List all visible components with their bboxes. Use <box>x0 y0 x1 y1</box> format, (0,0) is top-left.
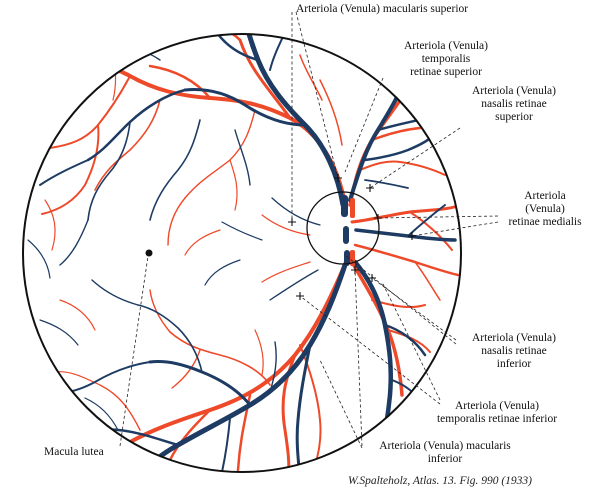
leader-lines <box>119 11 499 449</box>
disc-vessels <box>341 195 355 266</box>
label-medialis: Arteriola (Venula) retinae medialis <box>508 190 582 228</box>
veins <box>27 34 457 472</box>
figure-caption: W.Spalteholz, Atlas. 13. Fig. 990 (1933) <box>348 475 532 487</box>
macula-lutea-dot <box>145 249 153 257</box>
label-nasalis-inferior: Arteriola (Venula) nasalis retinae infer… <box>472 332 556 370</box>
label-macula-lutea: Macula lutea <box>44 446 104 458</box>
label-macularis-superior: Arteriola (Venula) macularis superior <box>296 3 469 15</box>
label-macularis-inferior: Arteriola (Venula) macularis inferior <box>379 440 511 465</box>
optic-disc <box>306 191 380 265</box>
label-nasalis-superior: Arteriola (Venula) nasalis retinae super… <box>472 85 556 123</box>
fundus-outline <box>22 33 462 473</box>
label-temporalis-superior: Arteriola (Venula) temporalis retinae su… <box>404 40 488 78</box>
pointer-marks <box>288 174 416 300</box>
label-temporalis-inferior: Arteriola (Venula) temporalis retinae in… <box>436 400 558 425</box>
